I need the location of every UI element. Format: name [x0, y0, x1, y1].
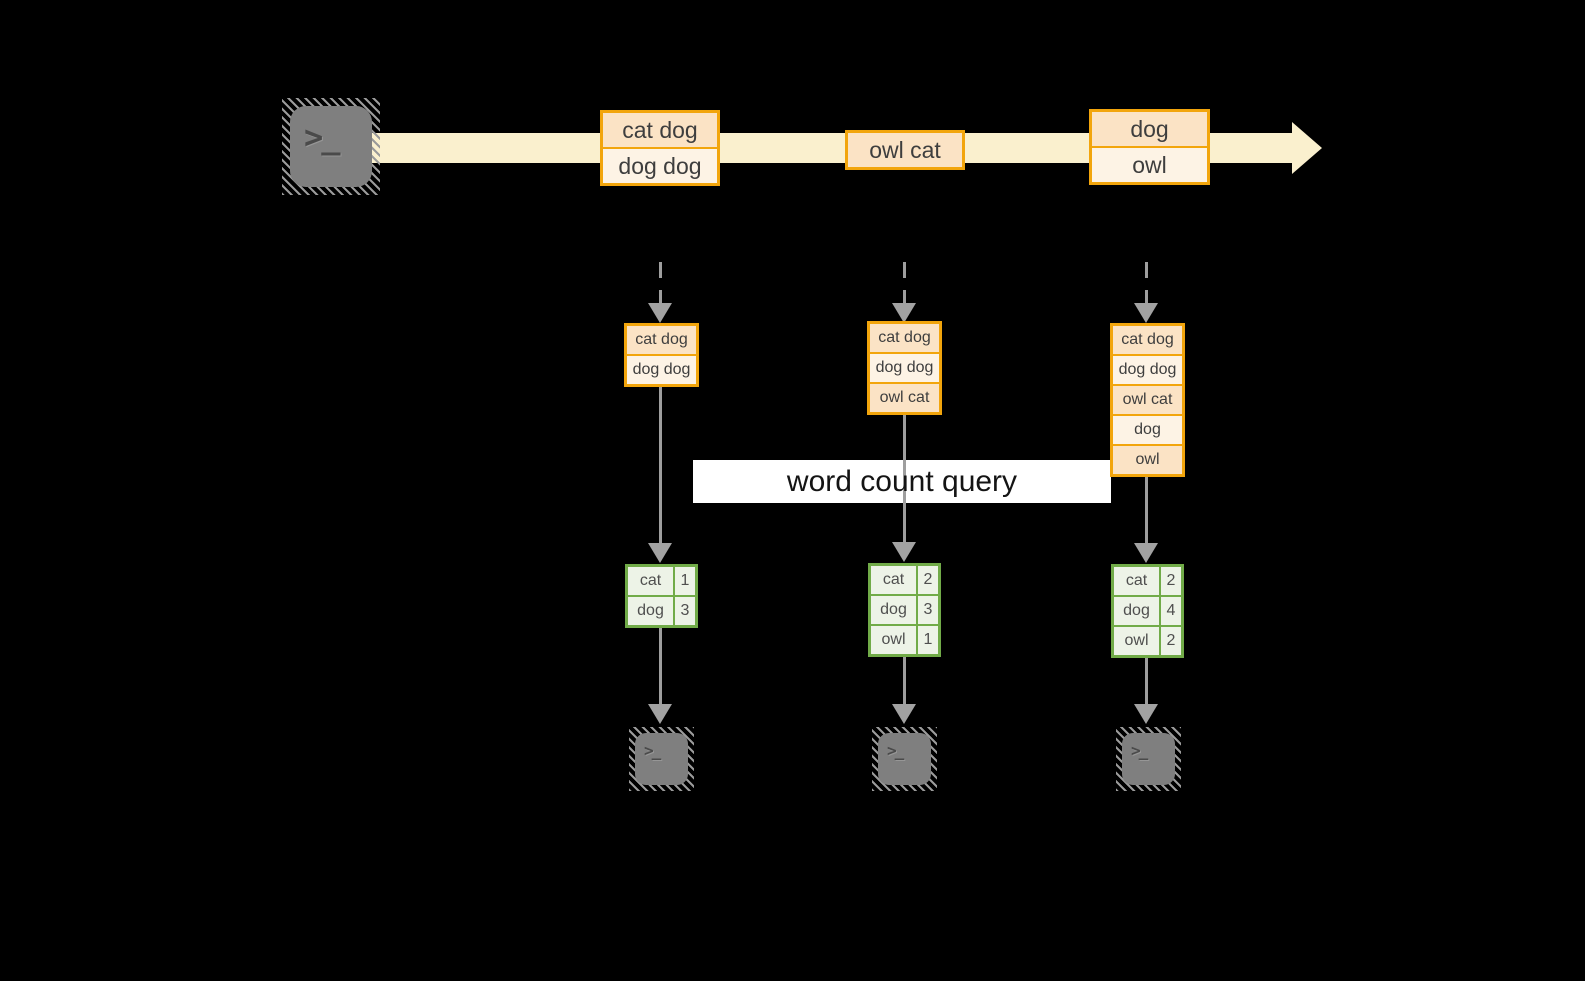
stack-record: owl: [1113, 446, 1182, 474]
record-stack-3: cat dog dog dog owl cat dog owl: [1110, 323, 1185, 477]
count-value-cell: 1: [675, 567, 695, 595]
stack-record: owl cat: [870, 384, 939, 412]
timeline-record: owl: [1092, 148, 1207, 182]
count-value-cell: 2: [918, 566, 938, 594]
stack-record: dog dog: [1113, 356, 1182, 384]
count-word-cell: cat: [628, 567, 673, 595]
terminal-prompt-icon: >_: [887, 741, 904, 760]
connector-line: [659, 628, 662, 705]
stream-arrow-head-icon: [1292, 122, 1322, 174]
count-word-cell: dog: [628, 597, 673, 625]
dashed-arrow-line: [903, 262, 906, 304]
down-arrow-icon: [648, 543, 672, 563]
count-value-cell: 3: [675, 597, 695, 625]
timeline-record: cat dog: [603, 113, 717, 147]
down-arrow-icon: [648, 704, 672, 724]
record-stack-1: cat dog dog dog: [624, 323, 699, 387]
count-value-cell: 3: [918, 596, 938, 624]
count-word-cell: cat: [871, 566, 916, 594]
record-stack-2: cat dog dog dog owl cat: [867, 321, 942, 415]
timeline-record: dog: [1092, 112, 1207, 146]
connector-line: [1145, 477, 1148, 544]
down-arrow-icon: [1134, 543, 1158, 563]
stack-record: dog: [1113, 416, 1182, 444]
timeline-record-group-3: dog owl: [1089, 109, 1210, 185]
count-value-cell: 2: [1161, 567, 1181, 595]
down-arrow-icon: [1134, 704, 1158, 724]
connector-line: [903, 657, 906, 705]
connector-line: [903, 415, 906, 543]
stack-record: dog dog: [627, 356, 696, 384]
terminal-prompt-icon: >_: [304, 118, 341, 156]
stack-record: cat dog: [870, 324, 939, 352]
timeline-record-group-2: owl cat: [845, 130, 965, 170]
count-table-2: cat 2 dog 3 owl 1: [868, 563, 941, 657]
terminal-body: >_: [635, 733, 688, 785]
query-banner-label: word count query: [786, 464, 1018, 498]
source-terminal-icon: >_: [282, 98, 380, 195]
connector-line: [1145, 658, 1148, 705]
stack-record: cat dog: [627, 326, 696, 354]
down-arrow-icon: [892, 704, 916, 724]
count-table-3: cat 2 dog 4 owl 2: [1111, 564, 1184, 658]
terminal-prompt-icon: >_: [1131, 741, 1148, 760]
sink-terminal-icon: >_: [872, 727, 937, 791]
terminal-prompt-icon: >_: [644, 741, 661, 760]
timeline-record-group-1: cat dog dog dog: [600, 110, 720, 186]
count-word-cell: dog: [871, 596, 916, 624]
dashed-arrow-line: [659, 262, 662, 304]
count-word-cell: owl: [871, 626, 916, 654]
down-arrow-icon: [892, 542, 916, 562]
sink-terminal-icon: >_: [629, 727, 694, 791]
sink-terminal-icon: >_: [1116, 727, 1181, 791]
timeline-record: owl cat: [848, 133, 962, 167]
down-arrow-icon: [892, 303, 916, 323]
connector-line: [659, 387, 662, 544]
terminal-body: >_: [290, 106, 372, 187]
stack-record: dog dog: [870, 354, 939, 382]
stack-record: cat dog: [1113, 326, 1182, 354]
count-value-cell: 1: [918, 626, 938, 654]
count-table-1: cat 1 dog 3: [625, 564, 698, 628]
timeline-record: dog dog: [603, 149, 717, 183]
dashed-arrow-line: [1145, 262, 1148, 304]
count-word-cell: owl: [1114, 627, 1159, 655]
count-word-cell: cat: [1114, 567, 1159, 595]
terminal-body: >_: [878, 733, 931, 785]
count-word-cell: dog: [1114, 597, 1159, 625]
count-value-cell: 2: [1161, 627, 1181, 655]
query-banner-background: [693, 460, 1111, 503]
stack-record: owl cat: [1113, 386, 1182, 414]
down-arrow-icon: [1134, 303, 1158, 323]
down-arrow-icon: [648, 303, 672, 323]
count-value-cell: 4: [1161, 597, 1181, 625]
terminal-body: >_: [1122, 733, 1175, 785]
